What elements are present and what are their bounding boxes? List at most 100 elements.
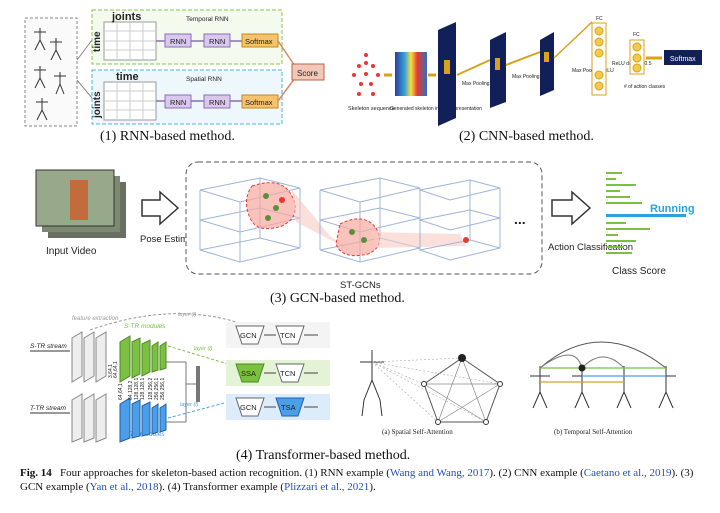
num-classes-label: # of action classes <box>624 84 666 90</box>
temporal-rnn-label: Temporal RNN <box>186 16 229 23</box>
dims-label-9: 256,256,1 <box>160 378 166 400</box>
svg-text:RNN: RNN <box>209 98 225 107</box>
svg-text:Softmax: Softmax <box>245 37 273 46</box>
max-pooling-label-1: Max Pooling ReLU <box>462 81 504 87</box>
projection-wedge-2 <box>372 232 466 248</box>
rnn-block: RNN <box>203 94 231 109</box>
svg-text:RNN: RNN <box>170 37 186 46</box>
dims-label-7: 128,256,2 <box>148 378 154 400</box>
max-pooling-label-2: Max Pooling ReLU <box>512 74 554 80</box>
dims-label-8: 256,256,1 <box>154 378 160 400</box>
layer-arc-mid <box>167 345 229 365</box>
t-tr-slabs <box>119 397 167 443</box>
projection-wedge <box>292 190 350 250</box>
class-score-bars <box>606 172 686 254</box>
joints-label-side-bottom: joints <box>92 91 103 119</box>
gcn-caption: (3) GCN-based method. <box>270 291 405 306</box>
conv-layer-3 <box>540 32 554 96</box>
st-gcn-frame <box>185 161 543 275</box>
action-classification-arrow <box>551 190 592 226</box>
layer-label-top: layer (l) <box>178 312 197 318</box>
fc-label-2: FC <box>633 32 640 38</box>
svg-text:GCN: GCN <box>240 403 257 412</box>
skeleton-figures <box>34 28 66 121</box>
feature-slabs-top <box>71 331 107 383</box>
svg-text:SSA: SSA <box>241 369 256 378</box>
t-tr-stream-label: T-TR stream <box>30 405 66 412</box>
skeleton-image-heatmap <box>395 52 427 96</box>
time-label-top: time <box>116 71 139 83</box>
feature-extraction-label: feature extraction <box>72 316 119 322</box>
joint-grid-top <box>103 21 157 61</box>
s-tr-modules-label: S-TR modules <box>124 323 166 330</box>
time-label-side-top: time <box>92 31 103 52</box>
fc-label: FC <box>596 16 603 22</box>
skeleton-sequence-label: Skeleton sequence <box>348 106 395 112</box>
svg-text:TSA: TSA <box>281 403 296 412</box>
svg-text:RNN: RNN <box>170 98 186 107</box>
feature-slabs-bottom <box>71 393 107 443</box>
conv-layer-1 <box>438 22 456 126</box>
ellipsis-label: ... <box>514 211 526 227</box>
figure-label: Fig. 14 <box>20 467 52 479</box>
rnn-diagram: joints time time joints Temporal RNN Spa… <box>24 9 325 127</box>
class-score-label: Class Score <box>612 266 666 277</box>
pose-estimation-arrow <box>141 190 180 226</box>
spatial-query-joint <box>458 354 466 362</box>
caption-text-4: ). (4) Transformer example ( <box>158 481 285 493</box>
transformer-caption: (4) Transformer-based method. <box>236 448 411 463</box>
cnn-diagram: Skeleton sequence Generated skeleton ima… <box>348 16 702 126</box>
citation-4[interactable]: Plizzari et al., 2021 <box>284 481 370 493</box>
dims-label-5: 128,128,1 <box>134 378 140 400</box>
highlight-region-1 <box>246 182 296 230</box>
softmax-block: Softmax <box>241 94 279 109</box>
svg-text:TCN: TCN <box>280 331 295 340</box>
skeleton-sequence-box <box>24 17 78 127</box>
highlight-region-2 <box>335 218 381 257</box>
temporal-query-joint <box>578 364 586 372</box>
s-tr-stream-label: S-TR stream <box>30 343 67 350</box>
s-tr-slabs <box>119 335 167 383</box>
input-video-frames <box>35 169 126 238</box>
rnn-caption: (1) RNN-based method. <box>100 129 235 144</box>
caption-text-2: ). (2) CNN example ( <box>489 467 584 479</box>
skeleton-figure-red <box>352 53 380 96</box>
transformer-diagram: feature extraction S-TR modules S-TR str… <box>30 312 676 443</box>
input-video-label: Input Video <box>46 246 97 257</box>
st-gcn-graph-3 <box>418 179 501 261</box>
joint-grid-bottom <box>103 81 157 121</box>
spatial-self-attention-caption: (a) Spatial Self-Attention <box>382 428 453 436</box>
svg-text:Softmax: Softmax <box>245 98 273 107</box>
citation-1[interactable]: Wang and Wang, 2017 <box>389 467 490 479</box>
svg-text:TCN: TCN <box>280 369 295 378</box>
citation-3[interactable]: Yan et al., 2018 <box>89 481 159 493</box>
action-classification-label: Action Classification <box>548 242 633 253</box>
layer-arc-top <box>89 313 237 331</box>
svg-text:Score: Score <box>297 69 318 78</box>
joints-label-top: joints <box>111 11 141 23</box>
score-block: Score <box>291 63 325 81</box>
temporal-self-attention-caption: (b) Temporal Self-Attention <box>554 428 633 436</box>
dims-label-6: 128,128,1 <box>140 378 146 400</box>
dims-label-4: 64,128,2 <box>128 380 134 400</box>
citation-2[interactable]: Caetano et al., 2019 <box>583 467 672 479</box>
running-label: Running <box>650 203 695 215</box>
spatial-attention-graph <box>360 350 501 423</box>
temporal-attention-graph <box>530 341 676 409</box>
fusion-bar <box>196 366 200 402</box>
softmax-block: Softmax <box>241 33 279 48</box>
conv-layer-2 <box>490 32 506 108</box>
svg-text:RNN: RNN <box>209 37 225 46</box>
cnn-softmax-block: Softmax <box>664 50 702 65</box>
layer-arc-bot <box>167 401 229 419</box>
generated-image-label: Generated skeleton image representation <box>390 106 482 112</box>
caption-text-5: ). <box>369 481 376 493</box>
gcn-diagram: Input Video Pose Estimation ... ST-GCNs … <box>35 161 695 290</box>
dims-label-2: 64,64,1 <box>113 361 119 378</box>
layer-label-mid: layer (l) <box>194 346 213 352</box>
layer-label-bot: layer (l) <box>180 402 199 408</box>
st-gcns-label: ST-GCNs <box>340 280 381 290</box>
rnn-block: RNN <box>164 33 192 48</box>
caption-text-1: Four approaches for skeleton-based actio… <box>60 467 390 479</box>
rnn-block: RNN <box>203 33 231 48</box>
